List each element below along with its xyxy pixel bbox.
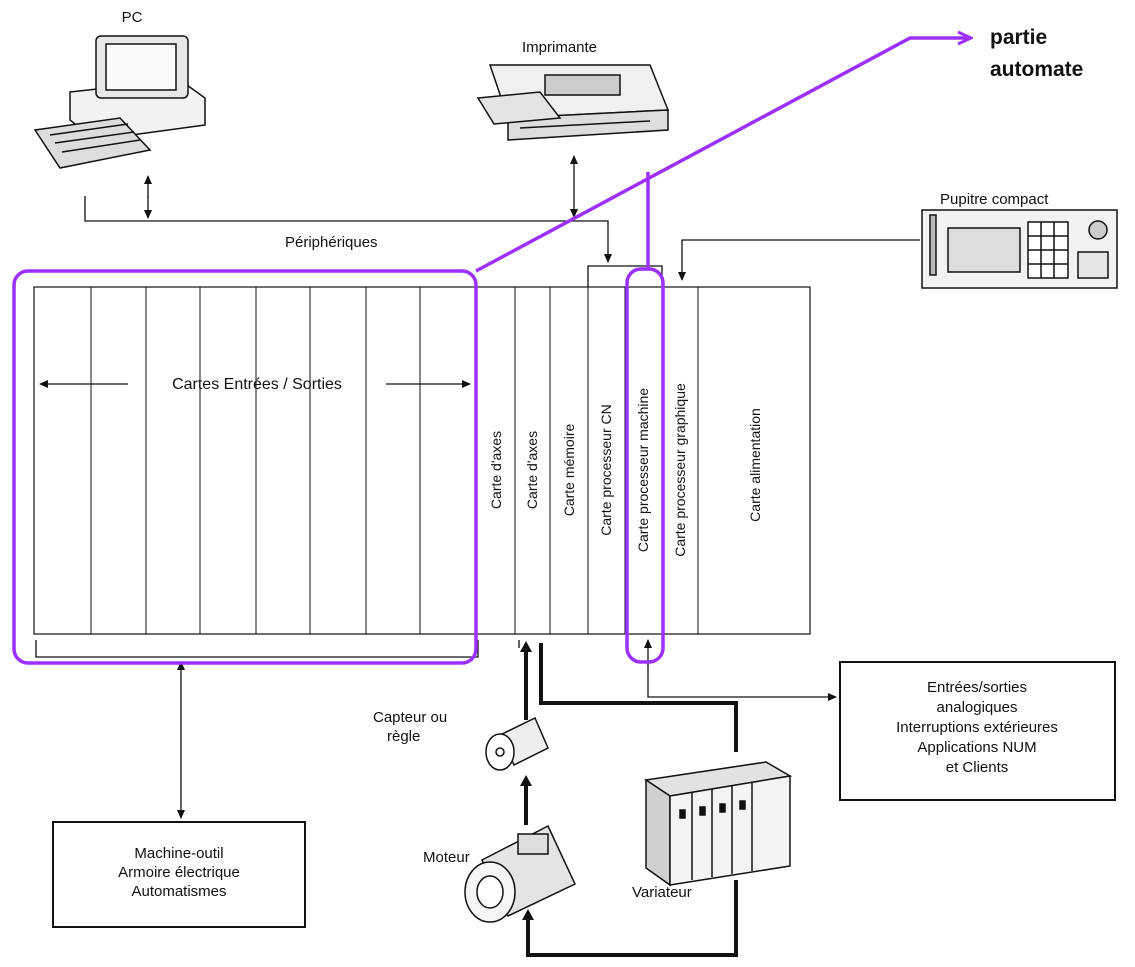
machine-outil-box: [52, 821, 306, 928]
card-label-processeur-graphique: Carte processeur graphique: [672, 383, 688, 557]
pc-icon: [33, 35, 206, 169]
card-label-memoire: Carte mémoire: [561, 424, 577, 517]
connection-lines: [35, 155, 920, 819]
capteur-label-2: règle: [387, 728, 420, 745]
pupitre-compact-icon: [921, 209, 1118, 289]
printer-icon: [476, 64, 670, 141]
pc-label: PC: [122, 9, 143, 26]
entrees-line-3: Interruptions extérieures: [896, 719, 1058, 736]
cartes-es-label: Cartes Entrées / Sorties: [172, 376, 342, 393]
partie-automate-label-1: partie: [990, 26, 1047, 49]
partie-automate-highlight: [12, 38, 970, 665]
moteur-label: Moteur: [423, 849, 470, 866]
entrees-line-4: Applications NUM: [917, 739, 1036, 756]
peripheriques-label: Périphériques: [285, 234, 378, 251]
card-label-axes-1: Carte d'axes: [488, 431, 504, 509]
entrees-line-5: et Clients: [946, 759, 1009, 776]
machine-outil-line-3: Automatismes: [131, 883, 226, 900]
arrowheads-thick: [520, 641, 534, 920]
moteur-icon: [464, 824, 576, 923]
entrees-line-1: Entrées/sorties: [927, 679, 1027, 696]
partie-automate-label-2: automate: [990, 58, 1083, 81]
thick-feedback-lines: [524, 643, 738, 957]
machine-outil-line-1: Machine-outil: [134, 845, 223, 862]
variateur-icon: [643, 761, 793, 887]
capteur-label-1: Capteur ou: [373, 709, 447, 726]
machine-outil-line-2: Armoire électrique: [118, 864, 240, 881]
variateur-label: Variateur: [632, 884, 692, 901]
card-label-processeur-cn: Carte processeur CN: [598, 404, 614, 536]
pupitre-label: Pupitre compact: [940, 191, 1049, 208]
card-label-processeur-machine: Carte processeur machine: [635, 388, 651, 552]
printer-label: Imprimante: [522, 39, 597, 56]
card-label-axes-2: Carte d'axes: [524, 431, 540, 509]
card-label-alimentation: Carte alimentation: [747, 408, 763, 522]
card-labels: Carte d'axes Carte d'axes Carte mémoire …: [488, 383, 763, 557]
capteur-icon: [485, 716, 549, 771]
entrees-line-2: analogiques: [937, 699, 1018, 716]
entrees-sorties-box: [839, 661, 1116, 801]
rack-outline: [33, 286, 811, 635]
